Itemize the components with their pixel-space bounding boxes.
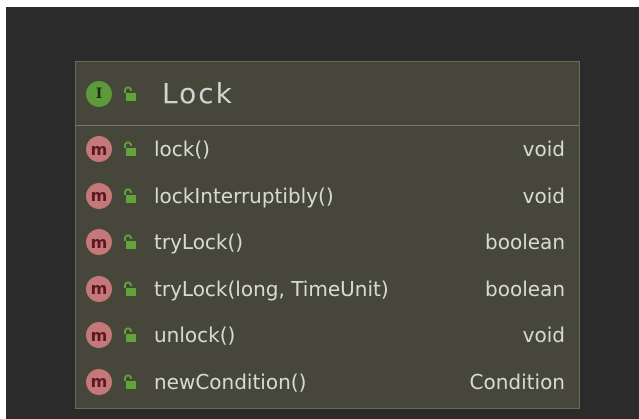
method-name: unlock() <box>154 323 236 348</box>
public-lock-icon <box>122 327 138 343</box>
method-name: tryLock() <box>154 230 244 255</box>
method-name: lockInterruptibly() <box>154 183 334 208</box>
method-name: newCondition() <box>154 369 307 394</box>
interface-icon: I <box>86 80 112 107</box>
interface-name: Lock <box>162 77 234 110</box>
public-lock-icon <box>122 281 138 297</box>
method-badge-letter: m <box>90 186 108 206</box>
method-row[interactable]: m unlock() void <box>76 312 579 359</box>
method-return-type: void <box>522 183 565 208</box>
method-icon: m <box>86 368 112 395</box>
method-row[interactable]: m newCondition() Condition <box>76 359 579 406</box>
method-badge-letter: m <box>90 232 108 252</box>
interface-header: I Lock <box>76 62 579 126</box>
interface-badge-letter: I <box>95 85 103 102</box>
method-row[interactable]: m tryLock() boolean <box>76 219 579 266</box>
method-row[interactable]: m lockInterruptibly() void <box>76 173 579 220</box>
method-badge-letter: m <box>90 139 108 159</box>
method-icon: m <box>86 182 112 209</box>
method-badge-letter: m <box>90 372 108 392</box>
method-badge-letter: m <box>90 279 108 299</box>
method-return-type: void <box>522 323 565 348</box>
method-icon: m <box>86 136 112 163</box>
method-list: m lock() void m lockInterruptibly() void… <box>76 126 579 405</box>
method-return-type: boolean <box>485 276 565 301</box>
uml-interface-card[interactable]: I Lock m lock() void m <box>75 61 580 409</box>
public-lock-icon <box>122 234 138 250</box>
method-name: lock() <box>154 137 210 162</box>
method-badge-letter: m <box>90 325 108 345</box>
method-return-type: Condition <box>469 369 565 394</box>
method-row[interactable]: m tryLock(long, TimeUnit) boolean <box>76 266 579 313</box>
method-name: tryLock(long, TimeUnit) <box>154 276 389 301</box>
method-icon: m <box>86 322 112 349</box>
public-lock-icon <box>122 141 138 157</box>
method-icon: m <box>86 275 112 302</box>
method-row[interactable]: m lock() void <box>76 126 579 173</box>
diagram-canvas: I Lock m lock() void m <box>6 7 639 419</box>
method-return-type: boolean <box>485 230 565 255</box>
public-lock-icon <box>122 86 138 102</box>
public-lock-icon <box>122 374 138 390</box>
method-icon: m <box>86 229 112 256</box>
public-lock-icon <box>122 188 138 204</box>
method-return-type: void <box>522 137 565 162</box>
